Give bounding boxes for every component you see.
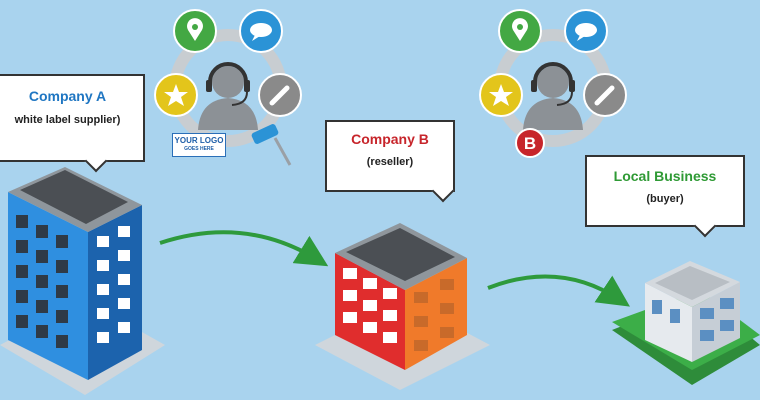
company-b-callout: Company B (reseller) xyxy=(325,120,455,192)
star-icon xyxy=(154,73,198,117)
star-icon xyxy=(479,73,523,117)
company-a-building xyxy=(0,167,165,395)
reseller-badge-letter: B xyxy=(524,134,536,153)
chat-bubble-icon xyxy=(564,9,608,53)
support-services-ring-a xyxy=(154,9,302,166)
support-services-ring-b: B xyxy=(479,9,627,158)
company-b-building xyxy=(315,223,490,390)
arrow-a-to-b xyxy=(159,230,329,267)
company-a-subtitle: white label supplier) xyxy=(14,114,121,126)
company-a-callout: Company A white label supplier) xyxy=(0,74,145,162)
location-pin-icon xyxy=(173,9,217,53)
headset-agent-icon xyxy=(523,62,583,130)
chat-bubble-icon xyxy=(239,9,283,53)
logo-placeholder-line1: YOUR LOGO xyxy=(174,136,224,145)
reseller-badge: B xyxy=(515,128,545,158)
company-b-subtitle: (reseller) xyxy=(366,156,414,168)
logo-placeholder-line2: GOES HERE xyxy=(184,146,214,152)
local-business-title: Local Business xyxy=(613,168,717,184)
company-a-title: Company A xyxy=(28,88,107,104)
pencil-icon xyxy=(258,73,302,117)
local-business-callout: Local Business (buyer) xyxy=(585,155,745,227)
paint-roller-icon xyxy=(251,124,292,166)
company-b-title: Company B xyxy=(351,131,429,147)
local-business-building xyxy=(612,261,760,385)
logo-placeholder: YOUR LOGO GOES HERE xyxy=(172,133,226,157)
local-business-subtitle: (buyer) xyxy=(646,193,684,205)
arrow-b-to-c xyxy=(487,274,630,307)
pencil-icon xyxy=(583,73,627,117)
location-pin-icon xyxy=(498,9,542,53)
headset-agent-icon xyxy=(198,62,258,130)
